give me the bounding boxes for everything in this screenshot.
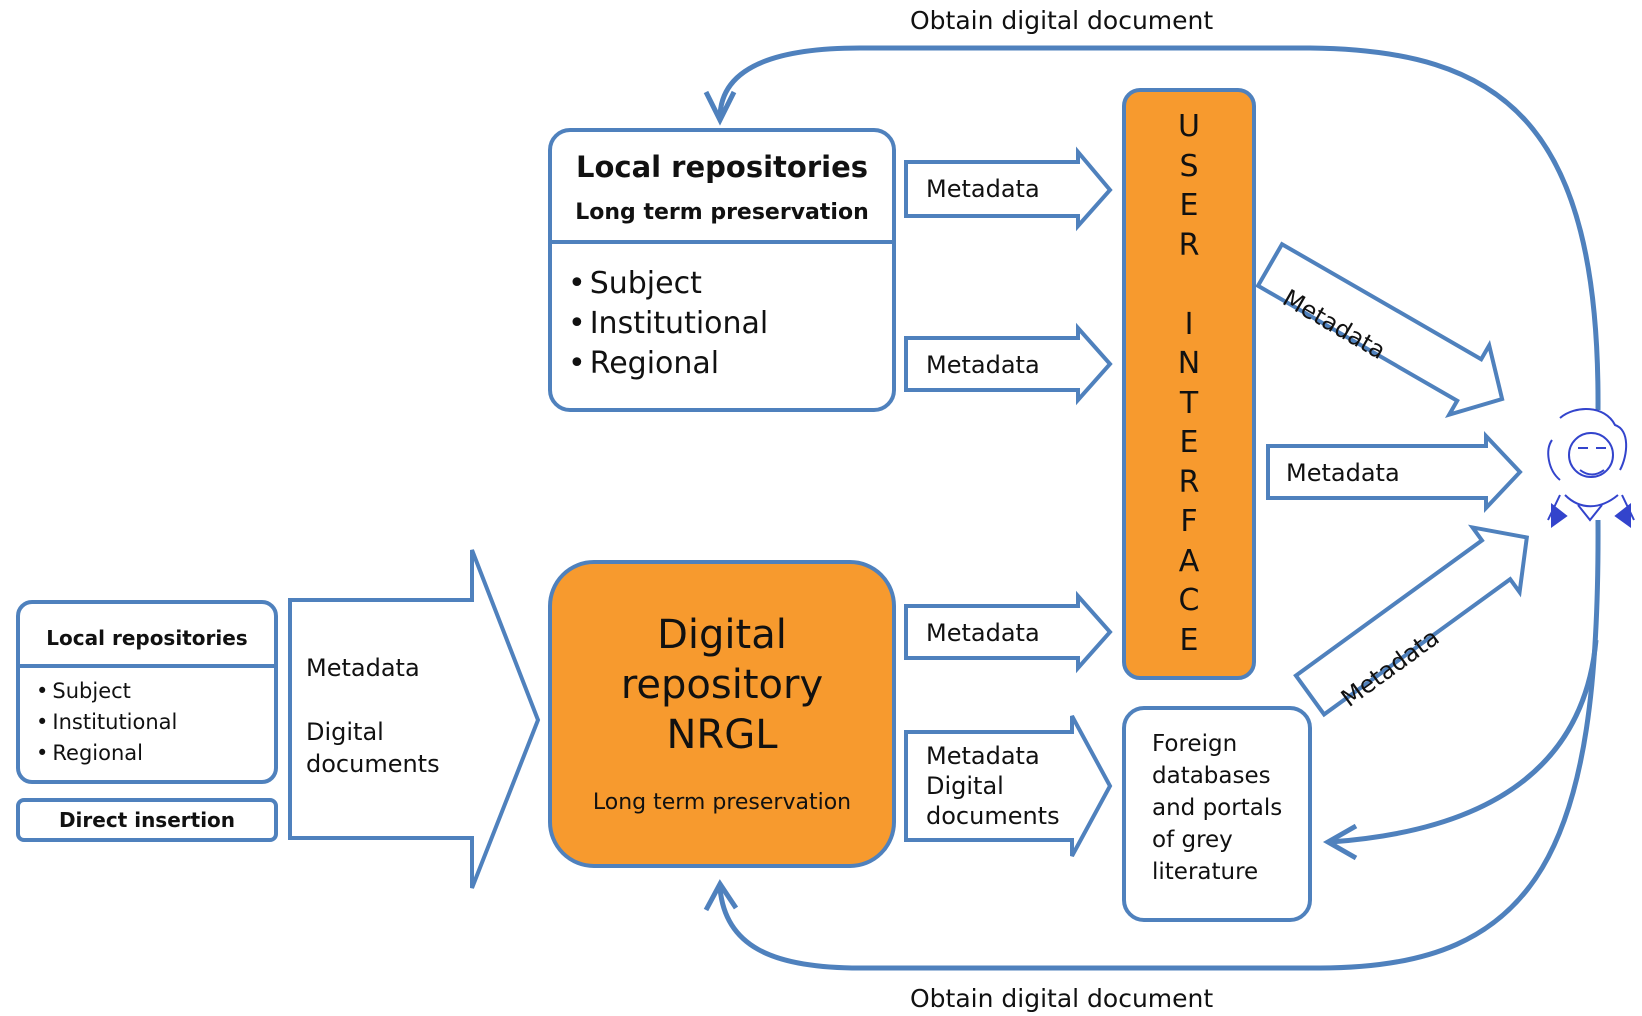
- user-interface-letter: T: [1179, 385, 1199, 421]
- top-loop-label: Obtain digital document: [910, 6, 1214, 35]
- user-interface-letter: R: [1178, 227, 1200, 263]
- local-repo-top-subtitle: Long term preservation: [575, 200, 869, 225]
- foreign-line: databases: [1152, 763, 1271, 789]
- meta-mid-label: Metadata: [1286, 459, 1400, 487]
- list-item: Institutional: [36, 707, 177, 738]
- user-interface-letter: A: [1178, 543, 1200, 579]
- list-item: Subject: [36, 676, 177, 707]
- bottom-loop-label: Obtain digital document: [910, 984, 1214, 1013]
- foreign-line: and portals: [1152, 795, 1283, 821]
- block-arrow-meta-nrgl: [904, 590, 1113, 674]
- bottom-loop-arrow: [717, 519, 1601, 971]
- user-interface-letter: F: [1180, 504, 1198, 539]
- top-loop-arrow: [717, 45, 1601, 411]
- meta-digital-line3: documents: [926, 802, 1060, 830]
- direct-insertion-box: Direct insertion: [16, 798, 278, 842]
- user-interface-letter: E: [1179, 622, 1199, 658]
- foreign-line: of grey: [1152, 827, 1233, 853]
- local-repo-top-divider: [552, 240, 892, 244]
- big-arrow-metadata: Metadata: [306, 654, 420, 682]
- meta-digital-line2: Digital: [926, 772, 1004, 800]
- top-loop-arrowhead: [703, 90, 737, 126]
- local-repositories-top-box: Local repositories Long term preservatio…: [548, 128, 896, 412]
- big-block-arrow: [288, 549, 541, 889]
- foreign-databases-box: Foreign databases and portals of grey li…: [1122, 706, 1312, 922]
- user-interface-letter: R: [1178, 464, 1200, 500]
- user-interface-letter: I: [1184, 306, 1194, 342]
- list-item: Institutional: [568, 304, 769, 344]
- foreign-branch-arrowhead: [1322, 823, 1358, 861]
- user-interface-letter: N: [1177, 346, 1201, 381]
- list-item: Subject: [568, 264, 768, 304]
- local-repositories-left-box: Local repositories Subject Institutional…: [16, 600, 278, 784]
- block-arrow-meta-top2: [904, 322, 1113, 406]
- user-icon: [1547, 407, 1635, 528]
- nrgl-line3: NRGL: [666, 712, 778, 758]
- meta-nrgl-label: Metadata: [926, 619, 1040, 647]
- user-interface-letter: U: [1178, 109, 1200, 144]
- local-repo-left-list: Subject Institutional Regional: [36, 676, 177, 769]
- local-repo-left-divider: [20, 664, 274, 668]
- meta-top2-label: Metadata: [926, 351, 1040, 379]
- user-interface-letter: S: [1179, 148, 1199, 184]
- meta-top1-label: Metadata: [926, 175, 1040, 203]
- block-arrow-meta-digital: [904, 715, 1113, 857]
- digital-repository-nrgl-box: Digital repository NRGL Long term preser…: [548, 560, 896, 868]
- user-interface-letter: C: [1178, 583, 1200, 618]
- block-arrow-meta-top1: [904, 146, 1113, 232]
- nrgl-line1: Digital: [657, 612, 787, 658]
- local-repo-top-list: Subject Institutional Regional: [568, 264, 769, 384]
- list-item: Regional: [568, 344, 768, 384]
- meta-digital-line1: Metadata: [926, 742, 1040, 770]
- local-repo-left-title: Local repositories: [46, 626, 248, 650]
- nrgl-line2: repository: [620, 662, 824, 708]
- direct-insertion-label: Direct insertion: [58, 808, 236, 832]
- big-arrow-digital: Digital: [306, 718, 384, 746]
- block-arrow-meta-diag-down: [1293, 524, 1530, 718]
- user-interface-letter: E: [1179, 425, 1199, 460]
- big-arrow-documents: documents: [306, 750, 440, 778]
- user-interface-letter: E: [1179, 188, 1199, 223]
- bottom-loop-arrowhead: [703, 879, 739, 912]
- block-arrow-meta-mid: [1266, 430, 1523, 514]
- foreign-text: Foreign databases and portals of grey li…: [1152, 728, 1282, 888]
- local-repo-top-title: Local repositories: [575, 150, 868, 184]
- list-item: Regional: [36, 738, 177, 769]
- foreign-branch-arrow: [1329, 639, 1599, 845]
- foreign-line: literature: [1152, 859, 1259, 885]
- block-arrow-meta-diag-up: [1255, 241, 1505, 418]
- nrgl-subtitle: Long term preservation: [592, 790, 852, 815]
- foreign-line: Foreign: [1152, 731, 1238, 757]
